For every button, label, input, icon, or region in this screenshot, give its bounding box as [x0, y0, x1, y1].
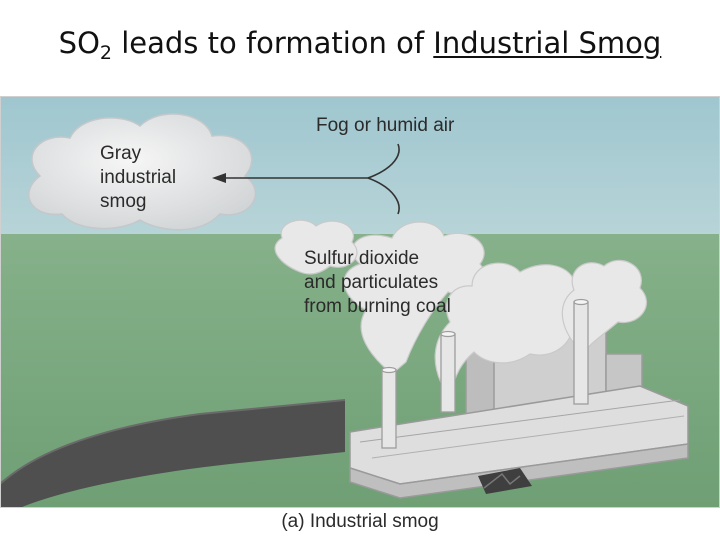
label-gray-smog: Gray industrial smog	[100, 142, 176, 214]
label-fog: Fog or humid air	[316, 114, 454, 138]
slide-title: SO2 leads to formation of Industrial Smo…	[0, 26, 720, 60]
title-prefix: SO	[59, 26, 100, 60]
label-sulfur-dioxide: Sulfur dioxide and particulates from bur…	[304, 247, 451, 319]
title-underlined: Industrial Smog	[433, 26, 661, 60]
smog-illustration: Fog or humid air Gray industrial smog Su…	[0, 96, 720, 508]
figure-caption: (a) Industrial smog	[0, 511, 720, 533]
title-middle: leads to formation of	[112, 26, 433, 60]
title-subscript: 2	[100, 42, 112, 64]
